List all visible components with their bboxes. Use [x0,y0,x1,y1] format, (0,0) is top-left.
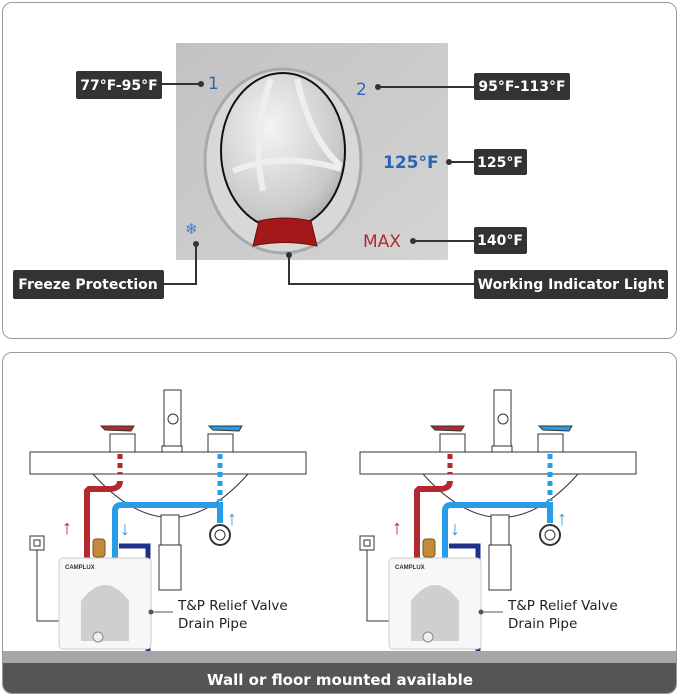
callout-setting-max: 140°F [474,227,527,254]
water-heater-front-panel [81,585,129,641]
svg-text:Working Indicator Light: Working Indicator Light [478,277,665,293]
brand-logo: CAMPLUX [395,565,425,571]
heater-dial[interactable] [422,631,434,643]
heater-dial[interactable] [92,631,104,643]
cold-water-pipe [442,502,553,561]
hot-water-pipe [84,480,123,561]
faucet-base [491,445,513,453]
power-outlet-socket [33,539,41,547]
snowflake-icon: ❄ [185,221,198,238]
counter-top [29,451,307,475]
faucet-base [161,445,183,453]
installation-scene-right: ↑ ↓ ↑ CAMPLUX T&P Relief Valve Drain Pip… [359,389,637,651]
knob-groove [231,77,343,192]
installation-illustration: ↑ ↓ ↑ CAMPLUX T&P Relief Valve Drain Pip… [3,389,676,693]
svg-text:140°F: 140°F [477,233,523,249]
callout-working-indicator: Working Indicator Light [474,270,668,299]
floor-strip [3,651,676,663]
counter-top [359,451,637,475]
cold-handle[interactable] [537,425,573,432]
power-outlet-socket [363,539,371,547]
dial-mark-125-value: 125 [383,153,419,173]
power-outlet [29,535,45,551]
hot-flow-arrow-icon: ↑ [392,517,402,539]
drain-leader-dot [148,609,154,615]
installation-scene: ↑ ↓ ↑ CAMPLUX T&P Relief Valve Drain Pip… [29,389,307,651]
power-cord [366,550,389,622]
drain-label-line2: Drain Pipe [508,616,577,632]
hot-valve-body [109,433,136,453]
cold-up-arrow-icon: ↑ [557,508,567,530]
drain-pipe-lower [158,544,182,591]
power-cord [36,550,59,622]
cold-handle[interactable] [207,425,243,432]
cold-down-arrow-icon: ↓ [120,518,130,540]
svg-text:125°F: 125°F [477,155,523,171]
svg-text:77°F-95°F: 77°F-95°F [80,78,157,94]
hot-handle[interactable] [99,425,135,432]
cold-down-arrow-icon: ↓ [450,518,460,540]
callout-setting-125: 125°F [474,149,527,175]
leader-lines [161,83,474,285]
svg-text:Freeze Protection: Freeze Protection [18,277,157,293]
footer-bar [3,663,676,693]
drain-label-line1: T&P Relief Valve [177,598,288,614]
indicator-light [252,217,318,247]
callout-setting-1: 77°F-95°F [76,71,162,99]
drain-leader-dot [478,609,484,615]
installation-section: ↑ ↓ ↑ CAMPLUX T&P Relief Valve Drain Pip… [2,352,677,694]
cold-water-pipe [112,502,223,561]
cold-up-arrow-icon: ↑ [227,508,237,530]
power-outlet [359,535,375,551]
drain-label-line2: Drain Pipe [178,616,247,632]
dial-mark-max: MAX [363,232,401,252]
footer-text: Wall or floor mounted available [207,671,473,689]
leader-dots [193,81,452,258]
hot-valve-body [439,433,466,453]
brand-logo: CAMPLUX [65,565,95,571]
hot-handle[interactable] [429,425,465,432]
drain-pipe-lower [488,544,512,591]
water-heater-front-panel [411,585,459,641]
cold-valve-body [207,433,234,453]
drain-label-line1: T&P Relief Valve [507,598,618,614]
faucet-outlet [167,413,179,425]
svg-text:95°F-113°F: 95°F-113°F [478,79,565,95]
cold-valve-body [537,433,564,453]
control-panel-section: 1 2 125°F MAX ❄ 77°F-95°F 95°F-113°F 125… [2,2,677,339]
dial-mark-125-unit: °F [419,153,439,173]
cold-supply-valve-inner [214,529,226,541]
callout-setting-2: 95°F-113°F [474,73,570,100]
callout-freeze-protection: Freeze Protection [13,270,164,299]
dial-mark-125: 125°F [383,153,439,173]
cold-supply-valve-inner [544,529,556,541]
relief-valve [92,538,106,558]
hot-water-pipe [414,480,453,561]
faucet-outlet [497,413,509,425]
control-panel-illustration: 1 2 125°F MAX ❄ 77°F-95°F 95°F-113°F 125… [13,43,668,299]
dial-mark-1: 1 [208,74,219,94]
relief-valve [422,538,436,558]
dial-mark-2: 2 [356,80,367,100]
hot-flow-arrow-icon: ↑ [62,517,72,539]
